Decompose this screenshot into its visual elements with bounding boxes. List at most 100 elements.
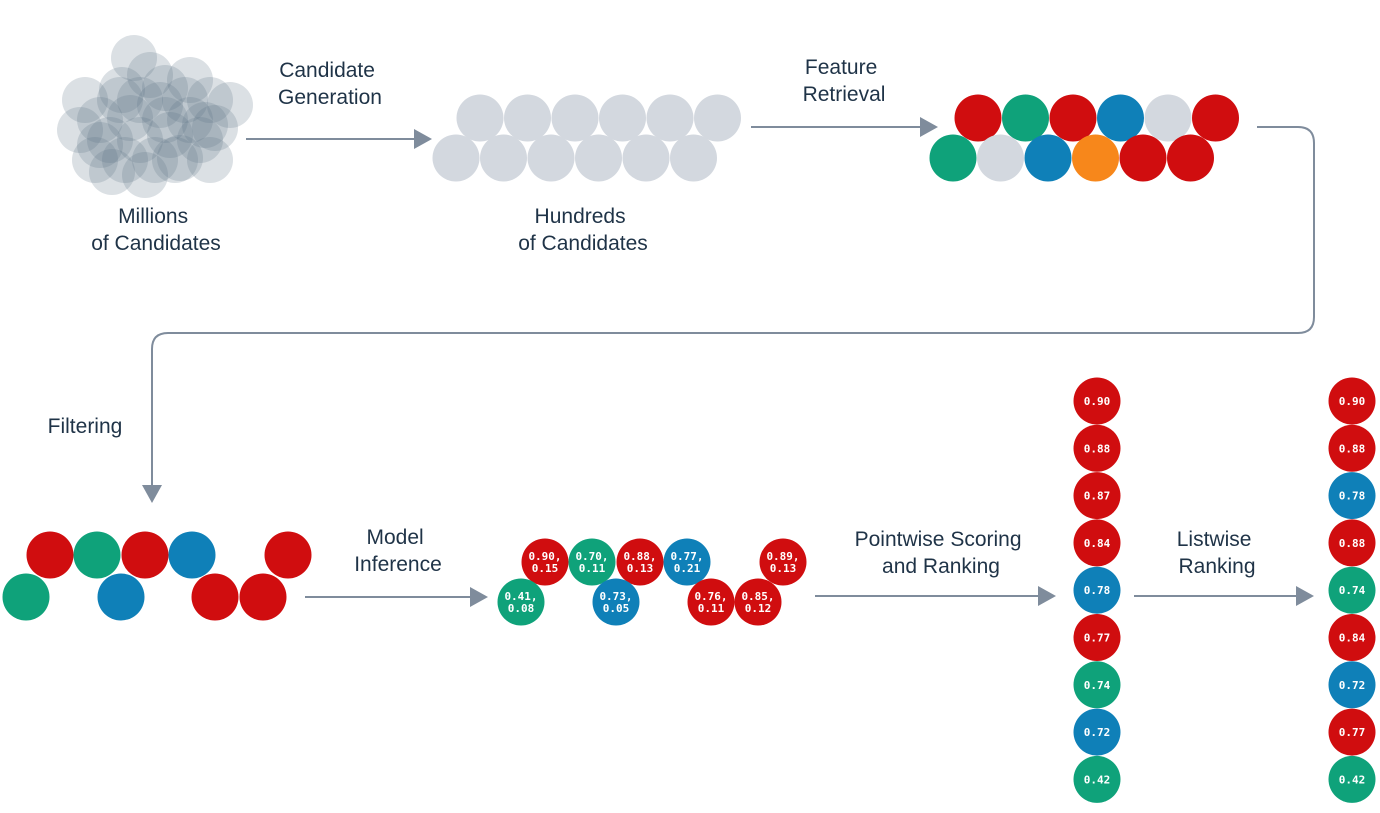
- inference-score-text: 0.08: [508, 602, 535, 615]
- pointwise-circle-green: [1073, 661, 1121, 709]
- pointwise-circle-red: [1073, 472, 1121, 520]
- listwise-score-text: 0.77: [1339, 726, 1366, 739]
- filtered-circle-red: [191, 573, 239, 621]
- candidate-circle: [57, 107, 103, 153]
- inference-score-text: 0.73,: [599, 590, 632, 603]
- inference-circle-red: [687, 578, 735, 626]
- pointwise-score-text: 0.74: [1084, 679, 1111, 692]
- filtered-circle-green: [2, 573, 50, 621]
- pointwise-circle-red: [1073, 519, 1121, 567]
- feature-circle-green: [929, 134, 977, 182]
- feature-circle-green: [1002, 94, 1049, 142]
- candidate-circle: [187, 77, 233, 123]
- candidate-circle: [89, 149, 135, 195]
- listwise-circle-red: [1328, 377, 1376, 425]
- pointwise-score-text: 0.42: [1084, 773, 1111, 786]
- feature-circle-gray: [1144, 94, 1192, 142]
- pointwise-score-text: 0.90: [1084, 395, 1111, 408]
- pointwise-score-text: 0.88: [1084, 442, 1111, 455]
- inference-circle-red: [759, 538, 807, 586]
- listwise-score-text: 0.42: [1339, 773, 1366, 786]
- candidate-circle: [137, 82, 183, 128]
- filtered-circle-red: [239, 573, 287, 621]
- candidate-circle: [111, 35, 157, 81]
- label-feature-retrieval: Feature Retrieval: [803, 56, 886, 106]
- filtered-circle-red: [264, 531, 312, 579]
- millions-candidates-cluster: [57, 35, 253, 198]
- feature-circle-blue: [1024, 134, 1072, 182]
- inference-circle-green: [568, 538, 616, 586]
- feature-circle-orange: [1072, 134, 1119, 182]
- candidate-circle: [480, 134, 527, 182]
- feature-circle-red: [1167, 134, 1214, 182]
- arrowhead-icon: [1296, 586, 1314, 606]
- candidate-circle: [670, 134, 717, 182]
- listwise-circle-blue: [1328, 472, 1376, 520]
- feature-circle-gray: [977, 134, 1024, 182]
- hundreds-candidates-group: [432, 94, 741, 182]
- filtered-candidates-group: [2, 531, 312, 621]
- inference-score-text: 0.15: [532, 562, 559, 575]
- listwise-score-text: 0.72: [1339, 679, 1366, 692]
- listwise-circle-green: [1328, 566, 1376, 614]
- candidate-circle: [162, 77, 208, 123]
- listwise-score-text: 0.84: [1339, 632, 1366, 645]
- inference-score-text: 0.89,: [766, 550, 799, 563]
- inference-score-text: 0.11: [579, 562, 606, 575]
- listwise-circle-red: [1328, 519, 1376, 567]
- inference-score-text: 0.11: [698, 602, 725, 615]
- candidate-circle: [122, 152, 168, 198]
- label-filtering: Filtering: [48, 415, 123, 438]
- inference-score-text: 0.77,: [670, 550, 703, 563]
- inference-score-text: 0.13: [627, 562, 654, 575]
- feature-circle-blue: [1097, 94, 1144, 142]
- feature-retrieval-group: [929, 94, 1239, 182]
- candidate-circle: [187, 137, 233, 183]
- candidate-circle: [167, 97, 213, 143]
- candidate-circle: [117, 77, 163, 123]
- candidate-circle: [177, 117, 223, 163]
- pointwise-score-text: 0.77: [1084, 632, 1111, 645]
- inference-score-text: 0.88,: [623, 550, 656, 563]
- candidate-circle: [87, 117, 133, 163]
- candidate-circle: [192, 105, 238, 151]
- flow-arrows: [142, 117, 1315, 607]
- feature-circle-red: [1049, 94, 1097, 142]
- listwise-circle-red: [1328, 708, 1376, 756]
- candidate-circle: [102, 137, 148, 183]
- inference-circle-green: [497, 578, 545, 626]
- listwise-ranking-column: 0.900.880.780.880.740.840.720.770.42: [1328, 377, 1376, 803]
- feature-circle-red: [954, 94, 1002, 142]
- inference-score-text: 0.41,: [504, 590, 537, 603]
- inference-circle-blue: [663, 538, 711, 586]
- pointwise-score-text: 0.84: [1084, 537, 1111, 550]
- inference-score-text: 0.13: [770, 562, 797, 575]
- listwise-score-text: 0.88: [1339, 442, 1366, 455]
- model-inference-group: 0.90,0.150.70,0.110.88,0.130.77,0.210.89…: [497, 538, 807, 626]
- label-pointwise-scoring: Pointwise Scoring and Ranking: [855, 528, 1028, 578]
- label-listwise-ranking: Listwise Ranking: [1177, 528, 1258, 578]
- candidate-circle: [646, 94, 694, 142]
- filtered-circle-red: [26, 531, 74, 579]
- pointwise-score-text: 0.72: [1084, 726, 1111, 739]
- listwise-circle-blue: [1328, 661, 1376, 709]
- pointwise-score-text: 0.78: [1084, 584, 1111, 597]
- candidate-circle: [599, 94, 646, 142]
- candidate-circle: [127, 52, 173, 98]
- listwise-score-text: 0.88: [1339, 537, 1366, 550]
- candidate-circle: [432, 134, 480, 182]
- feature-circle-red: [1119, 134, 1167, 182]
- candidate-circle: [62, 77, 108, 123]
- candidate-circle: [622, 134, 670, 182]
- arrowhead-icon: [142, 485, 162, 503]
- candidate-circle: [575, 134, 622, 182]
- filtered-circle-blue: [168, 531, 216, 579]
- candidate-circle: [132, 137, 178, 183]
- candidate-circle: [77, 122, 123, 168]
- pointwise-ranking-column: 0.900.880.870.840.780.770.740.720.42: [1073, 377, 1121, 803]
- candidate-circle: [152, 137, 198, 183]
- label-hundreds-of-candidates: Hundreds of Candidates: [518, 205, 648, 255]
- connector-to-filtering: [151, 126, 1315, 488]
- listwise-circle-green: [1328, 755, 1376, 803]
